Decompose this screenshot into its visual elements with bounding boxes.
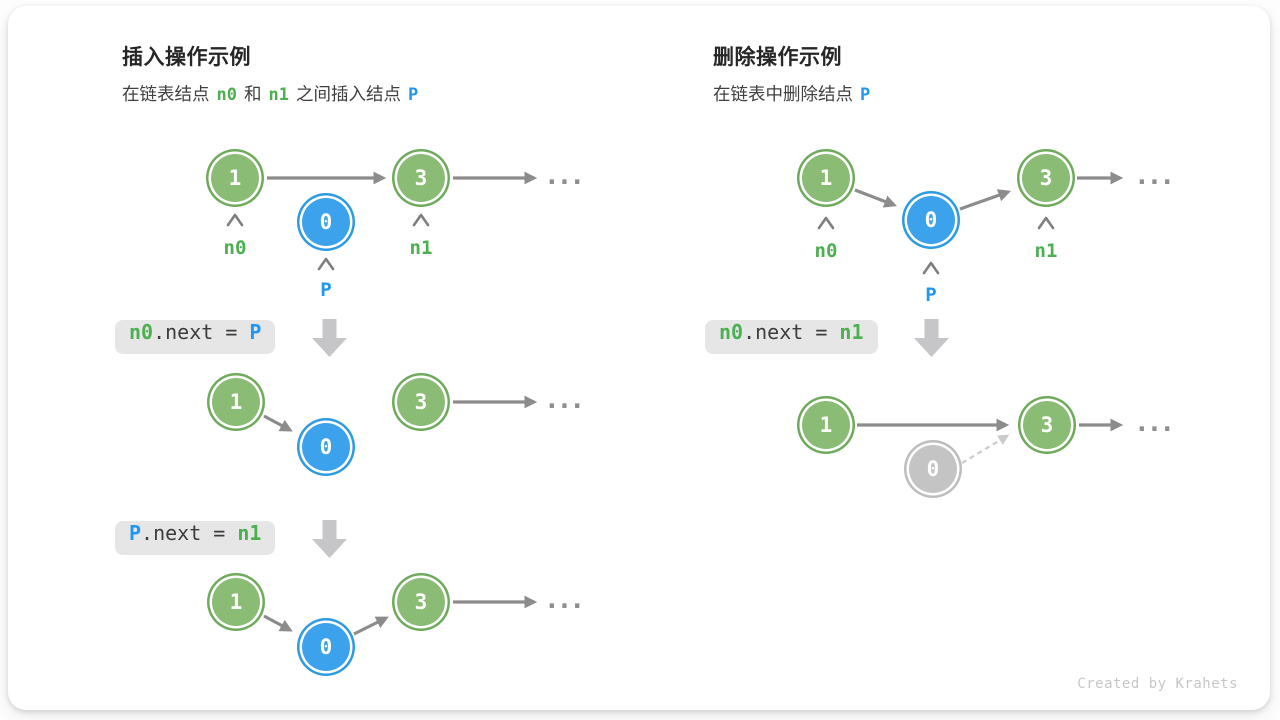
ellipsis-text: ... — [544, 585, 585, 615]
pointer-label-p: P — [925, 284, 937, 306]
subtitle-text: 在链表中删除结点 — [713, 84, 853, 104]
code-label-delete-step1: n0.next = n1 — [705, 320, 878, 354]
node-value: 3 — [1040, 413, 1054, 437]
node-value: 0 — [319, 435, 333, 459]
subtitle-text: 和 — [243, 84, 262, 104]
node-blue-0: 0 — [302, 198, 350, 246]
node-value: 0 — [319, 635, 333, 659]
ellipsis-text: ... — [1134, 408, 1175, 438]
node-green-3: 3 — [1022, 154, 1070, 202]
node-value: 3 — [1039, 166, 1053, 190]
var-p: P — [860, 85, 871, 105]
node-green-1: 1 — [802, 154, 850, 202]
delete-section-title: 删除操作示例 — [713, 46, 842, 69]
node-value: 0 — [926, 457, 940, 481]
pointer-label-n1: n1 — [1034, 240, 1058, 262]
ellipsis-text: ... — [1134, 161, 1175, 191]
insert-section-title: 插入操作示例 — [122, 46, 251, 69]
insert-section-subtitle: 在链表结点 n0 和 n1 之间插入结点 P — [122, 81, 425, 106]
code-var: n1 — [839, 320, 864, 344]
code-plain: .next = — [153, 320, 250, 344]
var-n0: n0 — [216, 85, 237, 105]
ellipsis-text: ... — [544, 385, 585, 415]
node-green-3: 3 — [1023, 401, 1071, 449]
code-var: n1 — [237, 521, 262, 545]
code-var: n0 — [129, 320, 154, 344]
code-var: P — [249, 320, 262, 344]
node-gray-0-removed: 0 — [909, 445, 957, 493]
node-value: 1 — [229, 590, 243, 614]
node-value: 0 — [924, 208, 938, 232]
code-var: n0 — [719, 320, 744, 344]
node-value: 3 — [414, 390, 428, 414]
pointer-label-p: P — [320, 279, 332, 301]
node-value: 1 — [229, 390, 243, 414]
ellipsis-text: ... — [544, 161, 585, 191]
node-blue-0: 0 — [302, 623, 350, 671]
code-label-insert-step1: n0.next = P — [115, 320, 276, 354]
pointer-label-n1: n1 — [409, 237, 433, 259]
pointer-label-n0: n0 — [814, 240, 838, 262]
pointer-label-n0: n0 — [223, 237, 247, 259]
node-green-1: 1 — [211, 154, 259, 202]
delete-section-subtitle: 在链表中删除结点 P — [713, 81, 877, 106]
code-label-insert-step2: P.next = n1 — [115, 521, 276, 555]
node-value: 1 — [228, 166, 242, 190]
subtitle-text: 之间插入结点 — [295, 84, 401, 104]
node-value: 0 — [319, 210, 333, 234]
var-n1: n1 — [268, 85, 289, 105]
var-p: P — [407, 85, 419, 105]
code-plain: .next = — [141, 521, 238, 545]
node-blue-0: 0 — [302, 423, 350, 471]
node-value: 1 — [819, 413, 833, 437]
node-green-3: 3 — [397, 578, 445, 626]
node-green-1: 1 — [212, 378, 260, 426]
node-green-1: 1 — [212, 578, 260, 626]
subtitle-text: 在链表结点 — [122, 84, 210, 104]
code-var: P — [129, 521, 142, 545]
node-blue-0: 0 — [907, 196, 955, 244]
node-value: 1 — [819, 166, 833, 190]
node-green-1: 1 — [802, 401, 850, 449]
diagram-card — [8, 6, 1270, 710]
code-plain: .next = — [743, 320, 840, 344]
node-green-3: 3 — [397, 378, 445, 426]
node-green-3: 3 — [397, 154, 445, 202]
node-value: 3 — [414, 166, 428, 190]
watermark: Created by Krahets — [1077, 676, 1238, 692]
node-value: 3 — [414, 590, 428, 614]
